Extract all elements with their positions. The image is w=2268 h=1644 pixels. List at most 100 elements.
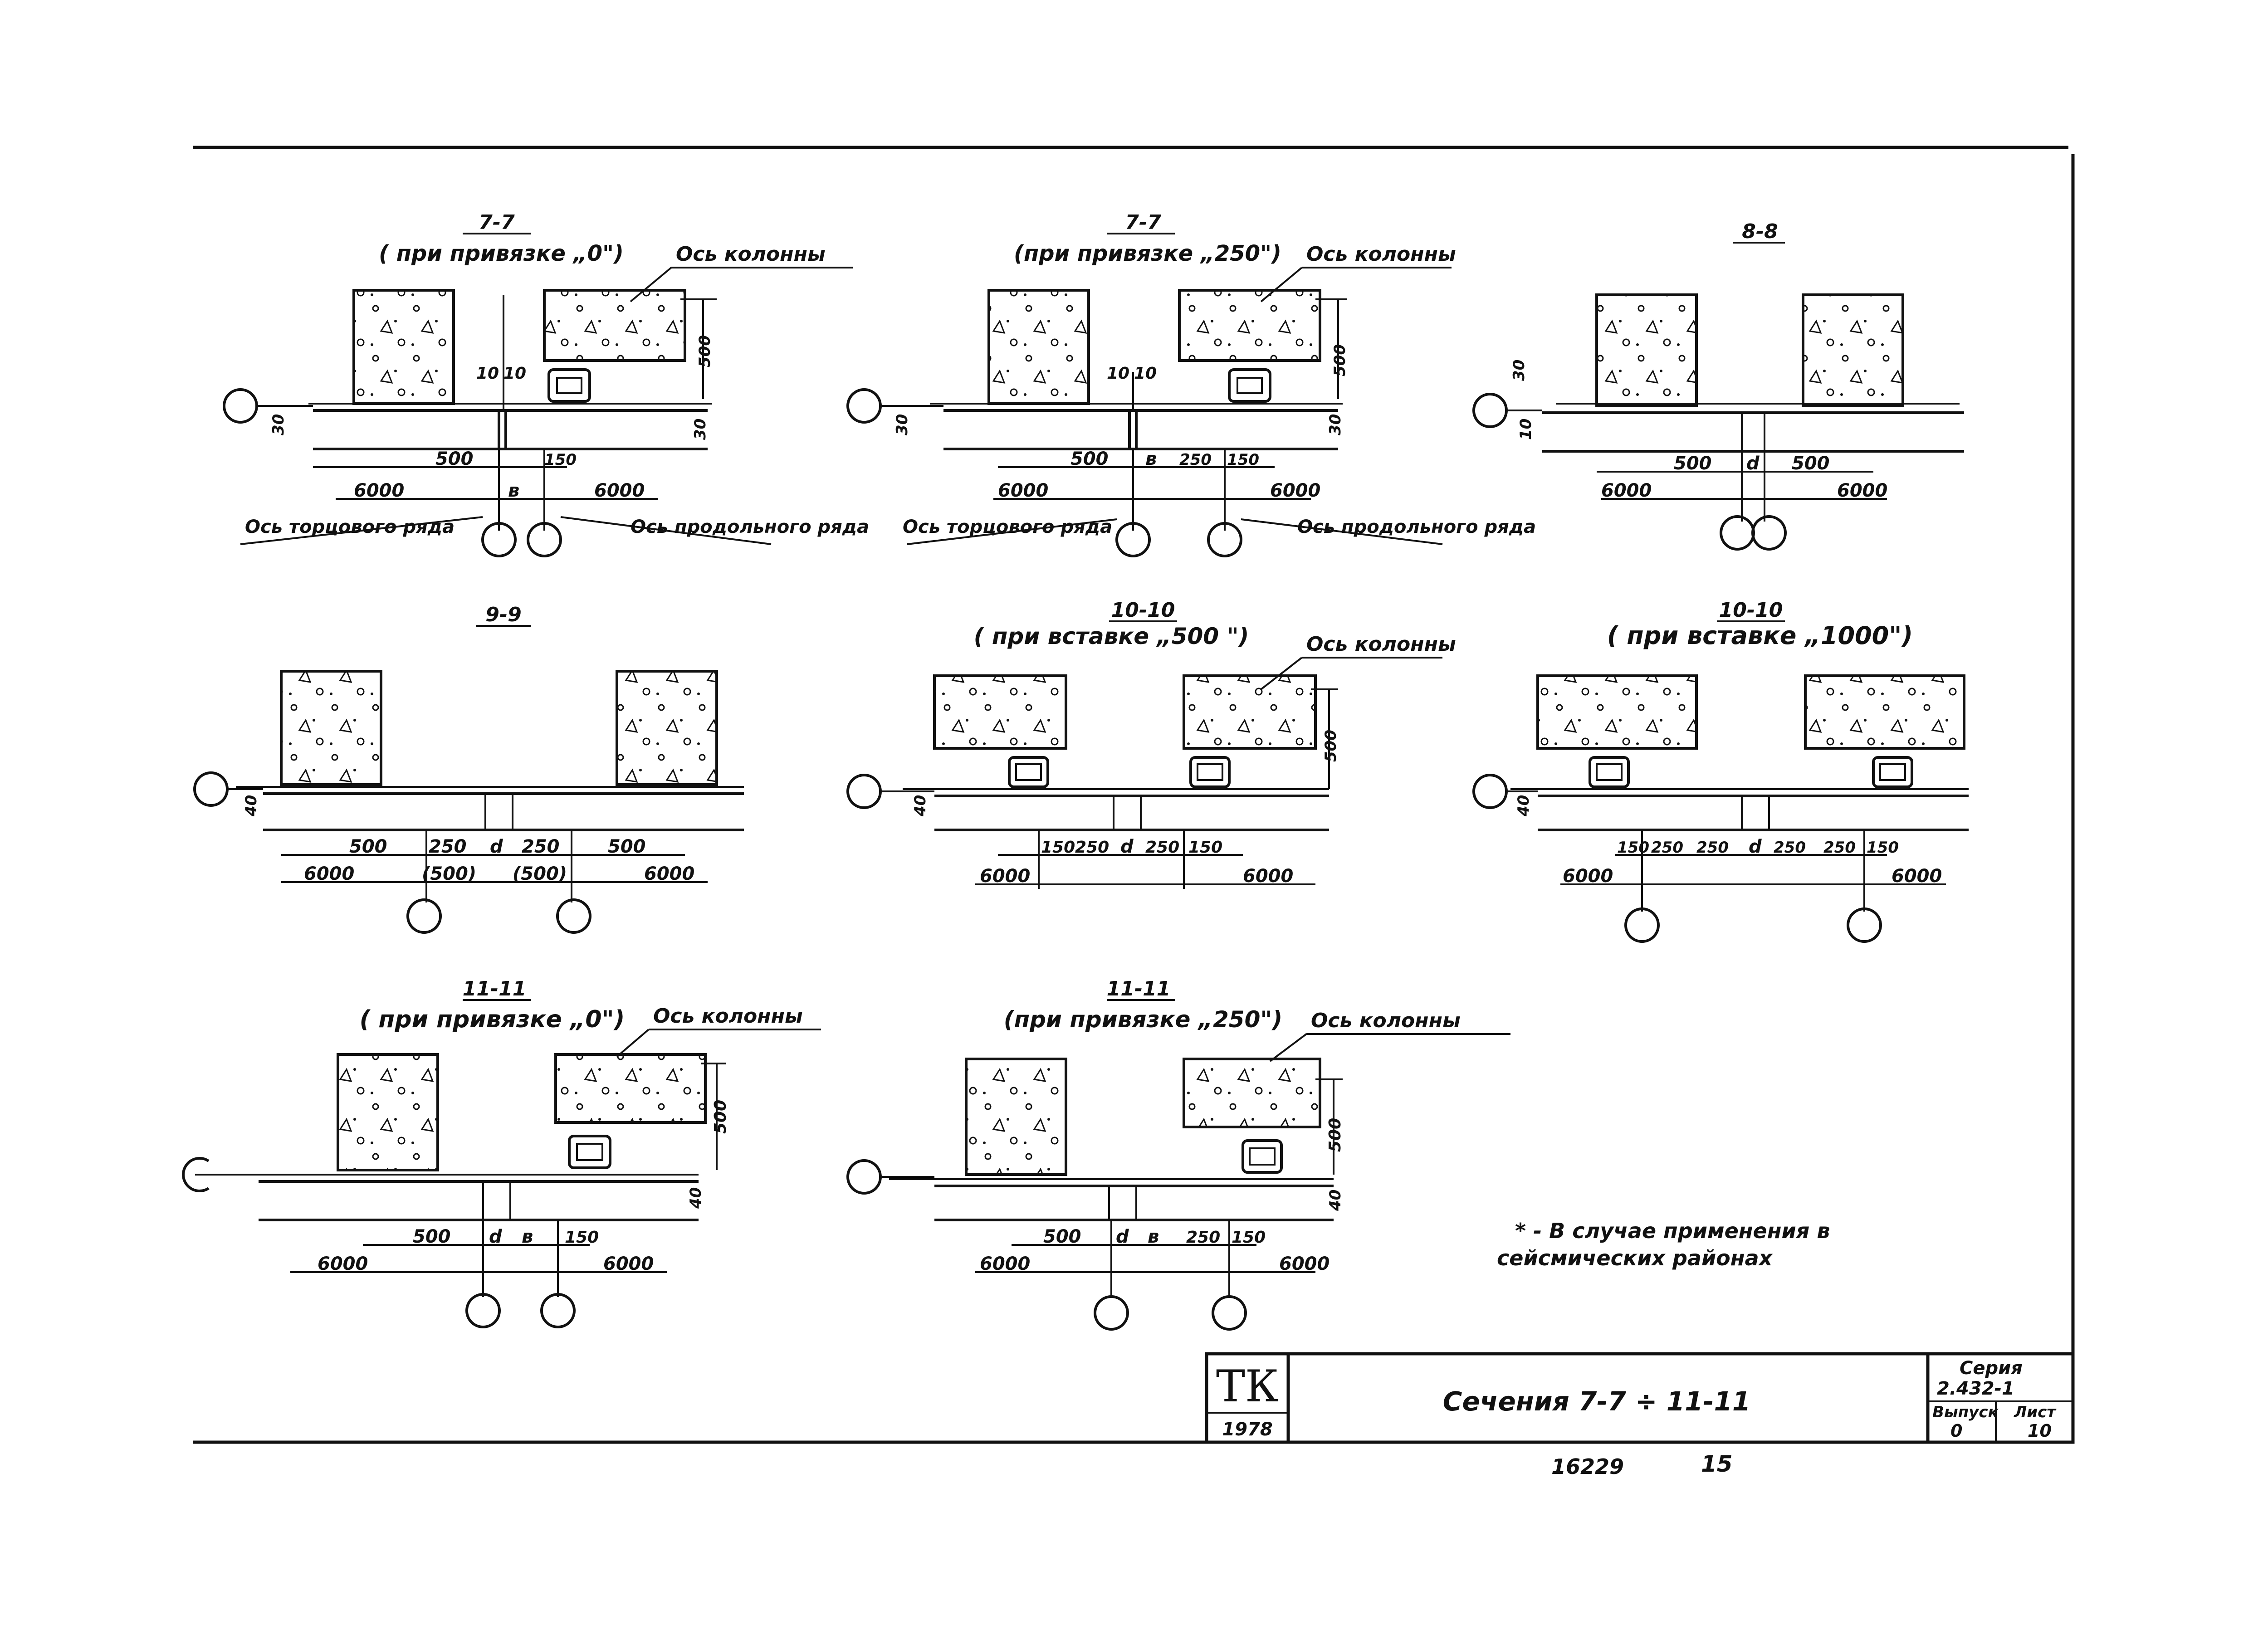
- dim-label: 150: [544, 451, 577, 469]
- dim-label: 500: [1331, 344, 1349, 376]
- axis-label: Ось торцового ряда: [903, 517, 1112, 537]
- dim-label: 500: [696, 335, 714, 367]
- axis-marker: [556, 898, 591, 934]
- dim-label: 500: [435, 449, 474, 469]
- dim-label: 150: [1867, 839, 1899, 857]
- embedded-plate: [1872, 756, 1913, 788]
- axis-label: Ось торцового ряда: [245, 517, 455, 537]
- title-block: ТК 1978 Сечения 7-7 ÷ 11-11 Серия 2.432-…: [1205, 1352, 2075, 1444]
- joint-infill: [484, 793, 513, 831]
- series-value: 2.432-1: [1937, 1378, 2014, 1399]
- axis-marker: [406, 898, 442, 934]
- dim-label: 40: [242, 795, 260, 817]
- dim-label: 500: [349, 836, 387, 857]
- page-number: 15: [1701, 1451, 1733, 1477]
- embedded-plate: [547, 368, 591, 403]
- seismic-note: * - В случае применения в сейсмических р…: [1497, 1219, 1830, 1270]
- dim-label: 250: [1145, 838, 1179, 857]
- section-title: ( при привязке „0"): [379, 241, 624, 266]
- dim-label: 30: [1510, 360, 1528, 381]
- axis-marker: [465, 1293, 501, 1328]
- dim-label: 250: [1075, 838, 1109, 857]
- long-row-axis-marker: [527, 522, 562, 557]
- dim-label: 6000: [1270, 480, 1320, 501]
- dim-label: 30: [691, 419, 709, 440]
- row-axis-marker: [1472, 774, 1508, 809]
- dim-label: 30: [893, 414, 911, 435]
- dim-label: d: [1746, 453, 1760, 474]
- dim-label: 250: [1651, 839, 1683, 857]
- axis-marker: [1751, 515, 1787, 551]
- section-11-11-binding-250: 11-11 (при привязке „250") Ось колонны 5…: [846, 977, 1510, 1331]
- joint-infill: [1741, 795, 1770, 831]
- issue-value: 0: [1950, 1421, 1962, 1441]
- dim-label: d: [1749, 836, 1762, 857]
- section-11-11-binding-0: 11-11 ( при привязке „0") Ось колонны 50…: [182, 977, 821, 1328]
- dim-label: 500: [1070, 449, 1109, 469]
- section-9-9: 9-9 40 500 250 d 250 500 6000 (500) (500…: [193, 603, 744, 934]
- axis-label: Ось колонны: [653, 1005, 803, 1028]
- axis-label: Ось колонны: [1306, 633, 1456, 656]
- row-axis-marker: [846, 1159, 882, 1195]
- dim-label: 6000: [1601, 480, 1652, 501]
- dim-label: (500): [513, 863, 567, 884]
- embedded-plate: [1589, 756, 1630, 788]
- section-number: 8-8: [1742, 220, 1778, 243]
- note-line-1: * - В случае применения в: [1515, 1219, 1830, 1243]
- dim-label: 500: [711, 1100, 730, 1134]
- document-number: 16229: [1551, 1454, 1624, 1479]
- axis-marker: [1212, 1295, 1247, 1331]
- year: 1978: [1222, 1419, 1272, 1440]
- dim-label: 10: [476, 364, 499, 383]
- dim-label: 30: [1326, 414, 1344, 435]
- dim-label: 6000: [1243, 866, 1293, 887]
- dim-label: 250: [522, 836, 560, 857]
- axis-label: Ось колонны: [676, 243, 826, 266]
- dim-label: 40: [1515, 795, 1533, 817]
- axis-label: Ось продольного ряда: [631, 517, 869, 537]
- section-10-10-insert-1000: 10-10 ( при вставке „1000") 40 150 250 2…: [1472, 599, 1969, 943]
- embedded-plate: [1228, 368, 1271, 403]
- dim-label: 6000: [354, 480, 404, 501]
- dim-label: 6000: [980, 1254, 1030, 1274]
- embedded-plate: [1189, 756, 1231, 788]
- dim-label: 6000: [304, 863, 354, 884]
- section-8-8: 8-8 30 10 500 d 500 6000 6000: [1472, 220, 1964, 551]
- dim-label: 6000: [594, 480, 645, 501]
- dim-label: 250: [429, 836, 467, 857]
- dim-label: 250: [1696, 839, 1729, 857]
- dim-label: 250: [1774, 839, 1806, 857]
- end-row-axis-marker: [481, 522, 517, 557]
- embedded-plate: [568, 1135, 611, 1169]
- axis-label: Ось колонны: [1311, 1009, 1461, 1032]
- dim-label: 250: [1186, 1228, 1220, 1247]
- dim-label: 150: [1188, 838, 1222, 857]
- long-row-axis-marker: [1207, 522, 1242, 557]
- section-title: ( при вставке „500 "): [974, 623, 1249, 649]
- dim-label: 6000: [644, 863, 694, 884]
- dim-label: 150: [1227, 451, 1259, 469]
- section-10-10-insert-500: 10-10 ( при вставке „500 ") Ось колонны …: [846, 599, 1456, 889]
- dim-label: 10: [1134, 364, 1157, 383]
- row-axis-marker: [846, 388, 882, 424]
- dim-label: 150: [565, 1228, 599, 1247]
- dim-label: 150: [1041, 838, 1075, 857]
- dim-label: 40: [687, 1187, 705, 1209]
- issue-label: Выпуск: [1932, 1403, 1999, 1421]
- joint-infill: [1741, 412, 1765, 452]
- dim-label: 500: [1674, 453, 1712, 474]
- joint-infill: [1108, 1185, 1137, 1221]
- embedded-plate: [1008, 756, 1049, 788]
- sheet-label: Лист: [2014, 1403, 2057, 1421]
- series-label: Серия: [1960, 1358, 2023, 1379]
- section-number: 10-10: [1111, 599, 1175, 622]
- dim-label: 500: [1326, 1118, 1344, 1152]
- row-axis-marker: [193, 771, 229, 807]
- dim-label: 6000: [998, 480, 1048, 501]
- dim-label: d: [489, 1226, 502, 1247]
- dim-label: в: [1145, 449, 1157, 469]
- sheet-value: 10: [2028, 1421, 2052, 1441]
- joint-infill: [1113, 795, 1142, 831]
- dim-label: 6000: [1837, 480, 1887, 501]
- row-axis-marker: [223, 388, 258, 424]
